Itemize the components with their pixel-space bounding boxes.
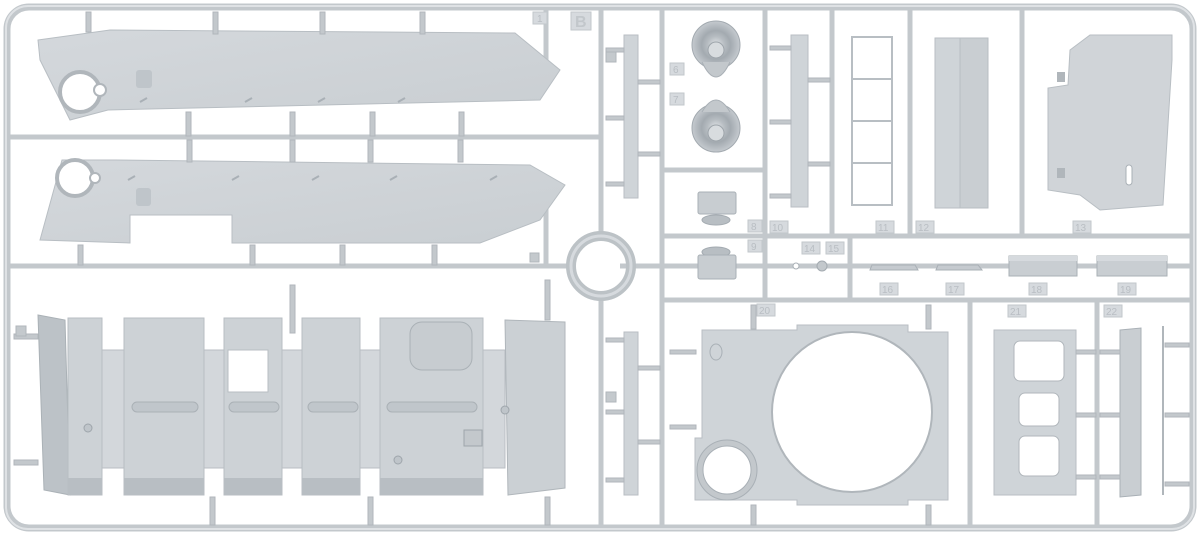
tag-11: 11 — [875, 220, 895, 234]
tag-1: 1 — [532, 11, 548, 25]
svg-text:9: 9 — [751, 242, 757, 253]
tag-16: 16 — [879, 282, 899, 296]
sprocket-hub-6 — [691, 20, 741, 78]
sprue-center-ring — [566, 231, 636, 301]
hull-side-upper — [37, 11, 561, 137]
tag-17: 17 — [945, 282, 965, 296]
center-strip-lower — [605, 331, 661, 496]
svg-text:14: 14 — [804, 244, 816, 255]
plate-12 — [934, 37, 999, 209]
svg-text:7: 7 — [673, 95, 679, 106]
svg-text:1: 1 — [537, 14, 543, 25]
svg-text:20: 20 — [759, 306, 771, 317]
sprocket-hub-7 — [691, 99, 741, 153]
svg-text:12: 12 — [918, 223, 930, 234]
tag-8: 8 — [747, 219, 763, 233]
hull-floor-panel — [13, 279, 566, 526]
svg-text:16: 16 — [882, 285, 894, 296]
svg-text:8: 8 — [751, 222, 757, 233]
svg-text:17: 17 — [948, 285, 960, 296]
frame-11 — [851, 36, 893, 206]
tag-12: 12 — [915, 220, 935, 234]
svg-text:22: 22 — [1106, 307, 1118, 318]
svg-text:10: 10 — [772, 223, 784, 234]
hull-side-lower — [39, 139, 566, 266]
bracket-16 — [869, 264, 919, 271]
tag-6: 6 — [669, 62, 685, 76]
svg-text:15: 15 — [828, 244, 840, 255]
bracket-17 — [935, 264, 984, 271]
turret-ring-plate — [669, 304, 949, 526]
tag-20: 20 — [756, 303, 776, 317]
tag-7: 7 — [669, 92, 685, 106]
svg-text:11: 11 — [878, 223, 889, 234]
svg-text:18: 18 — [1031, 285, 1043, 296]
plate-13 — [1047, 34, 1173, 211]
tag-15: 15 — [825, 241, 845, 255]
bar-18 — [1008, 255, 1078, 277]
svg-text:19: 19 — [1120, 285, 1132, 296]
fitting-9 — [697, 246, 737, 280]
tag-14: 14 — [801, 241, 821, 255]
center-strip-upper — [605, 34, 661, 199]
bar-19 — [1096, 255, 1168, 277]
tag-13: 13 — [1072, 220, 1092, 234]
angle-strip-22 — [1099, 326, 1190, 498]
tag-19: 19 — [1117, 282, 1137, 296]
pin-14 — [792, 262, 800, 270]
side-strip-10 — [769, 34, 831, 208]
svg-text:13: 13 — [1075, 223, 1087, 234]
tag-10: 10 — [769, 220, 789, 234]
tag-18: 18 — [1028, 282, 1048, 296]
grille-plate-21 — [993, 329, 1097, 496]
tag-21: 21 — [1007, 304, 1027, 318]
tag-22: 22 — [1103, 304, 1123, 318]
sprue-frame-highlight — [5, 5, 1195, 530]
tag-9: 9 — [747, 239, 763, 253]
knob-15 — [816, 260, 828, 272]
sprue-letter-tag: B — [570, 11, 592, 31]
part-number-tags: 6 7 8 9 10 11 12 13 14 15 16 17 18 19 20… — [532, 11, 1137, 318]
fitting-8 — [697, 191, 737, 226]
svg-text:B: B — [575, 14, 587, 31]
svg-text:6: 6 — [673, 65, 679, 76]
svg-text:21: 21 — [1010, 307, 1022, 318]
